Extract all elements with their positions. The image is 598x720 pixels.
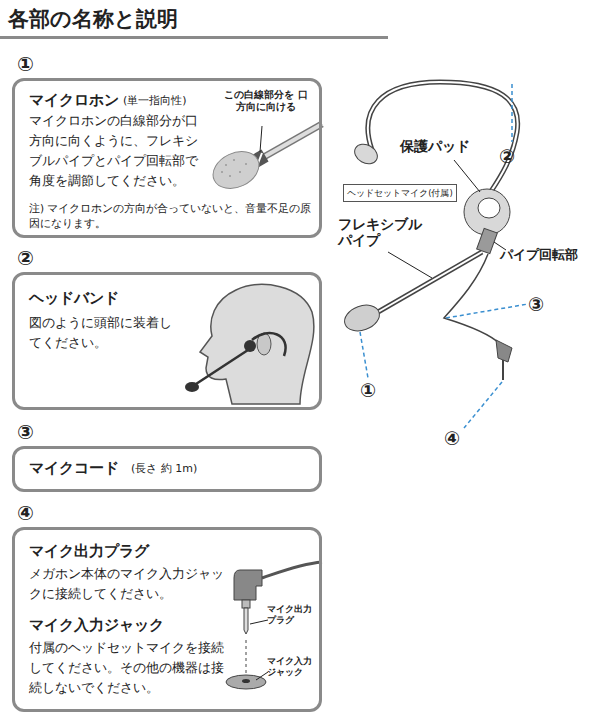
- section-heading: マイク出力プラグ: [29, 540, 149, 563]
- description: マイクロホンの白線部分が口方向に向くように、フレキシブルパイプとパイプ回転部で角…: [29, 111, 207, 192]
- headband: [368, 82, 518, 196]
- callout-leader: [464, 382, 502, 428]
- protective-pad: [351, 140, 381, 168]
- section-box: ③マイクコード(長さ 約 1m): [12, 446, 322, 492]
- head-profile: [200, 285, 314, 404]
- part-name: 保護パッド: [400, 136, 470, 157]
- foam-dot: [239, 171, 241, 173]
- callout-number: ④: [444, 424, 460, 453]
- heading-note: (単一指向性): [123, 93, 187, 110]
- section-number: ③: [17, 417, 34, 447]
- headband: [368, 82, 518, 196]
- callout-number: ③: [528, 290, 544, 319]
- ear-piece: [464, 189, 510, 235]
- foam-texture: [221, 159, 247, 177]
- flexible-pipe: [378, 252, 482, 312]
- plug-pin: [244, 608, 248, 634]
- flexible-pipe: [262, 124, 322, 158]
- illustration-label: マイク出力 プラグ: [267, 604, 323, 627]
- plug-body: [234, 570, 262, 600]
- section-number: ①: [17, 49, 34, 79]
- illustration-label: この白線部分を 口方向に向ける: [221, 89, 311, 114]
- callout-number: ①: [360, 376, 376, 405]
- jack-hole: [242, 679, 250, 683]
- section-box: ①マイクロホン(単一指向性)マイクロホンの白線部分が口方向に向くように、フレキシ…: [12, 78, 322, 238]
- section-heading: マイク入力ジャック: [29, 614, 164, 637]
- flexible-pipe: [378, 252, 482, 312]
- section-number: ②: [17, 243, 34, 273]
- foam-dot: [221, 171, 223, 173]
- mic-cord: [444, 254, 500, 344]
- flexible-pipe: [262, 124, 322, 158]
- section-box: ②ヘッドバンド図のように頭部に装着してください。: [12, 272, 322, 410]
- callout-number: ②: [499, 142, 515, 171]
- plug-collar: [242, 600, 250, 608]
- section-number: ④: [17, 498, 34, 528]
- leader-line: [256, 672, 268, 680]
- description: 付属のヘッドセットマイクを接続してください。その他の機器は接続しないでください。: [29, 638, 234, 698]
- section-heading: マイクコード: [29, 457, 119, 480]
- ear-piece-center: [478, 198, 500, 218]
- part-name: パイプ回転部: [500, 245, 578, 265]
- headband: [252, 333, 286, 356]
- section-heading: ヘッドバンド: [29, 287, 119, 310]
- leader-line: [454, 160, 480, 192]
- description: メガホン本体のマイク入力ジャックに接続してください。: [29, 564, 234, 604]
- illustration-label: マイク入力 ジャック: [267, 656, 323, 679]
- foam-dot: [245, 163, 247, 165]
- note-text: 注) マイクロホンの方向が合っていないと、音量不足の原因になります。: [29, 201, 314, 230]
- callout-leader: [446, 304, 528, 318]
- insert-guide: [246, 640, 247, 674]
- mic-foam: [341, 301, 383, 336]
- leader-line: [250, 620, 268, 624]
- callout-leader: [360, 332, 368, 378]
- section-heading: マイクロホン: [29, 89, 119, 112]
- callout-leader: [511, 84, 513, 142]
- tag-text: ヘッドセットマイク(付属): [344, 187, 456, 200]
- foam-dot: [225, 164, 227, 166]
- description: 図のように頭部に装着してください。: [29, 313, 179, 353]
- leader-line: [388, 252, 432, 278]
- title-underline: [0, 36, 388, 39]
- mic-pipe: [196, 350, 248, 384]
- section-box: ④マイク出力プラグメガホン本体のマイク入力ジャックに接続してください。マイク入力…: [12, 527, 322, 712]
- part-name: フレキシブル パイプ: [338, 216, 434, 248]
- heading-note: (長さ 約 1m): [131, 461, 197, 478]
- leader-line: [260, 126, 262, 152]
- plug-pin: [502, 360, 504, 380]
- foam-dot: [229, 175, 231, 177]
- pipe-rotation-part: [477, 228, 498, 253]
- mic-foam: [207, 144, 265, 195]
- tag-box: ヘッドセットマイク(付属): [343, 184, 457, 202]
- page-title: 各部の名称と説明: [8, 4, 178, 36]
- foam-dot: [233, 159, 235, 161]
- cord: [262, 562, 322, 578]
- mic-foam: [185, 382, 199, 392]
- plug-body: [496, 340, 512, 362]
